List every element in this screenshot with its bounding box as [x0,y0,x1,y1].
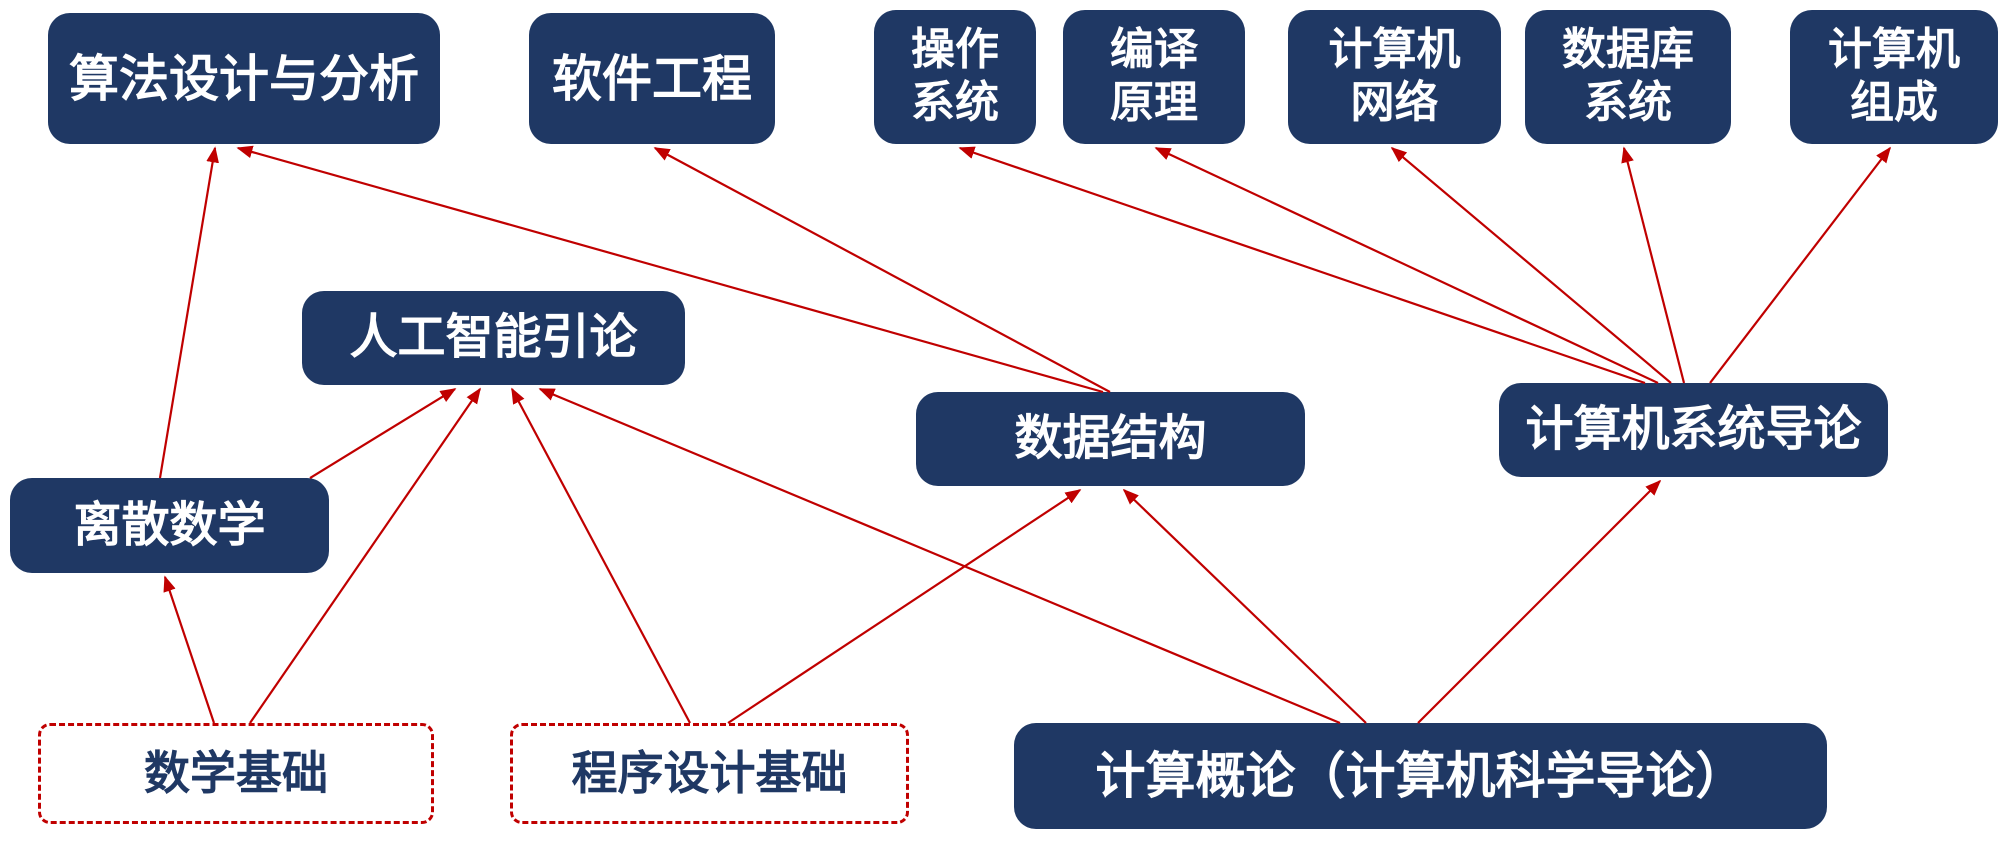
node-shujujiegou: 数据结构 [916,392,1305,486]
node-zucheng: 计算机 组成 [1790,10,1998,144]
node-xitongdaolun: 计算机系统导论 [1499,383,1888,477]
node-shuxue: 数学基础 [38,723,434,824]
node-bianyi: 编译 原理 [1063,10,1245,144]
node-caozuo: 操作 系统 [874,10,1036,144]
node-suanfa: 算法设计与分析 [48,13,440,144]
node-lisan: 离散数学 [10,478,329,573]
node-wangluo: 计算机 网络 [1288,10,1501,144]
node-rengong: 人工智能引论 [302,291,685,385]
node-chengxu: 程序设计基础 [510,723,909,824]
node-gailun: 计算概论（计算机科学导论） [1014,723,1827,829]
node-ruanjian: 软件工程 [529,13,775,144]
node-shujuku: 数据库 系统 [1525,10,1731,144]
